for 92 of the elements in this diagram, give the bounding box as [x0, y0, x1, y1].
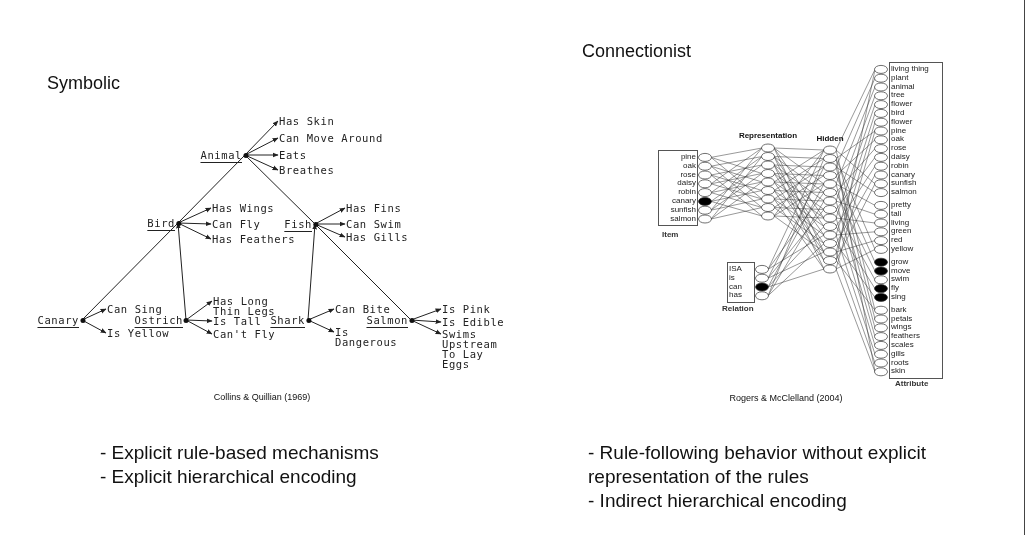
unit-label: flower: [891, 117, 914, 127]
property-label: Is Pink: [442, 304, 491, 314]
unit-label: daisy: [676, 179, 696, 189]
unit-label: scales: [891, 340, 915, 350]
arrow: [185, 300, 213, 321]
unit-list-box: [727, 262, 755, 304]
property-label: Can Move Around: [279, 133, 383, 143]
property-label: Eats: [279, 150, 307, 160]
unit-label: rose: [891, 144, 908, 153]
section-heading: Symbolic: [47, 72, 121, 94]
unit-label: plant: [891, 73, 909, 82]
unit-label: living: [891, 218, 911, 228]
unit-label: robin: [891, 161, 909, 171]
unit-label: tall: [891, 209, 902, 219]
property-label: Has Fins: [346, 203, 402, 213]
layer-title: Hidden: [816, 134, 844, 144]
property-label: Has Gills: [346, 232, 409, 242]
unit-label: salmon: [891, 188, 918, 197]
unit-label: fly: [891, 284, 900, 293]
unit-label: petals: [891, 314, 914, 323]
layer-title: Relation: [722, 304, 754, 313]
section-heading: Connectionist: [582, 40, 692, 62]
unit-list-box: [658, 150, 698, 227]
unit-label: living thing: [891, 65, 930, 73]
unit-label: bird: [891, 109, 906, 118]
layer-title: Item: [662, 230, 679, 239]
property-label: Swims Upstream To Lay Eggs: [442, 329, 502, 369]
unit-label: move: [891, 266, 912, 276]
bullet-text: - Indirect hierarchical encoding: [588, 489, 847, 513]
unit-label: red: [891, 236, 904, 245]
citation-caption: Rogers & McClelland (2004): [729, 393, 843, 404]
property-label: Can Bite: [335, 304, 391, 314]
unit-label: can: [729, 282, 743, 292]
unit-label: pretty: [891, 200, 912, 209]
unit-label: oak: [682, 161, 696, 171]
bullet-text: - Explicit rule-based mechanisms: [100, 441, 379, 465]
unit-label: canary: [891, 170, 915, 179]
unit-label: green: [891, 227, 913, 237]
unit-label: roots: [891, 358, 910, 368]
unit-label: is: [729, 273, 736, 283]
layer-title: Attribute: [895, 379, 929, 388]
unit-label: yellow: [891, 244, 915, 254]
arrow: [244, 120, 279, 156]
property-label: Can't Fly: [213, 329, 276, 339]
property-label: Has Feathers: [212, 234, 296, 244]
connector-line: [177, 154, 246, 224]
unit-label: tree: [891, 91, 906, 101]
concept-name: Fish: [284, 218, 312, 230]
unit-label: robin: [677, 188, 696, 197]
unit-label: gills: [891, 349, 906, 359]
concept-name: Bird: [147, 217, 175, 229]
unit-label: flower: [891, 100, 914, 109]
unit-label: canary: [672, 197, 696, 205]
unit-list-box: [889, 62, 943, 380]
concept-name: Canary: [37, 314, 79, 326]
concept-name: Shark: [270, 314, 305, 326]
property-label: Has Long Thin Legs: [213, 296, 279, 316]
property-label: Breathes: [279, 165, 335, 175]
unit-label: sunfish: [669, 205, 696, 215]
citation-caption: Collins & Quillian (1969): [213, 392, 311, 403]
unit-label: pine: [891, 126, 908, 135]
unit-label: swim: [891, 275, 911, 285]
property-label: Has Wings: [212, 203, 275, 213]
connector-line: [81, 222, 179, 321]
layer-title: Representation: [738, 131, 798, 141]
property-label: Is Yellow: [107, 328, 170, 338]
unit-label: wings: [891, 323, 913, 333]
property-label: Is Tall: [213, 316, 262, 326]
bullet-text: - Rule-following behavior without explicit representation of the rules: [588, 441, 927, 489]
unit-label: daisy: [891, 152, 911, 161]
unit-label: feathers: [891, 332, 921, 341]
unit-label: grow: [891, 257, 910, 267]
unit-label: sunfish: [891, 179, 918, 189]
property-label: Can Swim: [346, 219, 402, 229]
concept-name: Salmon: [366, 314, 408, 326]
unit-label: has: [729, 291, 743, 301]
unit-label: animal: [891, 82, 916, 92]
unit-label: pine: [679, 153, 696, 161]
unit-label: rose: [679, 170, 696, 180]
unit-label: salmon: [669, 214, 696, 224]
unit-label: ISA: [729, 265, 743, 274]
bullet-text: - Explicit hierarchical encoding: [100, 465, 357, 489]
concept-name: Ostrich: [134, 314, 183, 326]
unit-label: bark: [891, 305, 908, 315]
unit-label: skin: [891, 367, 907, 377]
unit-label: sing: [891, 292, 907, 302]
concept-name: Animal: [200, 149, 242, 161]
property-label: Has Skin: [279, 116, 335, 126]
property-label: Is Dangerous: [335, 327, 401, 347]
property-label: Is Edible: [442, 317, 505, 327]
property-label: Can Fly: [212, 219, 261, 229]
unit-label: oak: [891, 135, 904, 145]
